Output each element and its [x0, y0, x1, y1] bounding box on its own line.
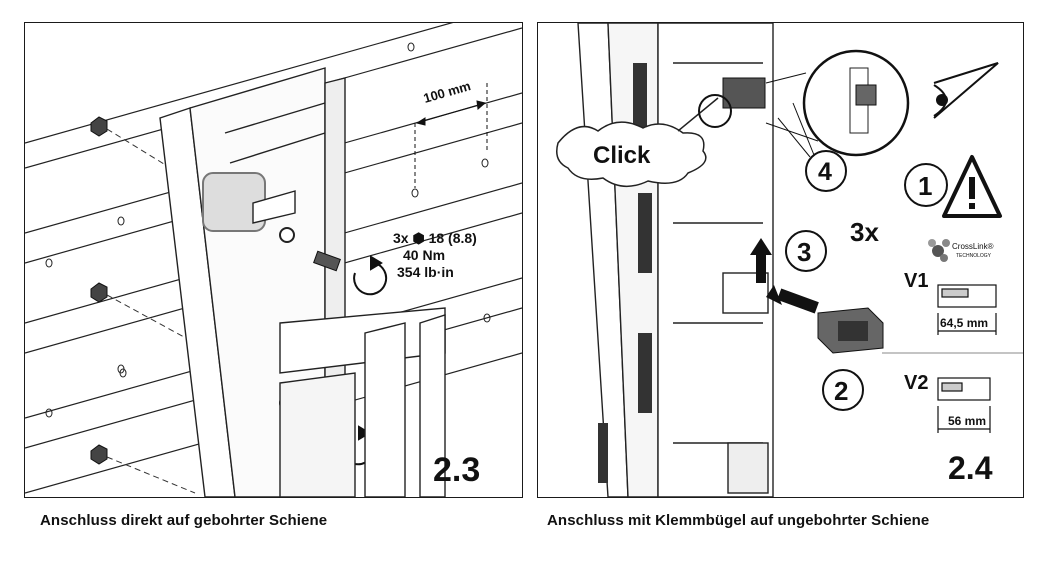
crosslink-logo-text: CrossLink® — [952, 242, 994, 251]
callout-4-label: 4 — [818, 158, 832, 186]
crosslink-logo-subtext: TECHNOLOGY — [956, 253, 992, 259]
caption-right: Anschluss mit Klemmbügel auf ungebohrter… — [547, 512, 930, 529]
variant1-drawing — [937, 284, 997, 335]
step-number-2-3: 2.3 — [433, 451, 480, 489]
dimension-arrow — [414, 83, 488, 188]
callout-3 — [785, 230, 827, 272]
arrow-up-icon — [750, 238, 772, 283]
caption-left: Anschluss direkt auf gebohrter Schiene — [40, 512, 328, 529]
callout-1-label: 1 — [918, 171, 932, 201]
callout-3-label: 3 — [797, 237, 811, 267]
variant2-label: V2 — [904, 372, 928, 394]
busbar-mount-clamp-illustration: Click 4 1 — [556, 23, 1023, 497]
click-burst — [556, 97, 719, 187]
dimension-label: 100 mm — [422, 78, 473, 106]
clamp-bracket-top — [698, 77, 766, 128]
callout-1 — [904, 163, 948, 207]
step-number-2-4: 2.4 — [948, 450, 993, 486]
click-label: Click — [593, 142, 651, 169]
callout-2 — [822, 369, 864, 411]
callout-2-label: 2 — [834, 376, 848, 406]
rail-holes — [45, 42, 491, 418]
bolt-spec-text: 3x ⬢ 18 (8.8) — [393, 230, 477, 246]
right-illustration-panel: Click 4 1 — [537, 22, 1024, 498]
torque-lbin-text: 354 lb·in — [397, 264, 454, 280]
breaker-units — [279, 307, 446, 497]
torque-nm-text: 40 Nm — [403, 247, 445, 263]
hex-nut-icon — [90, 116, 108, 465]
arrow-left-icon — [766, 285, 819, 314]
busbar-mount-drilled-illustration: 100 mm 3x ⬢ 18 (8.8) 40 Nm 354 lb·in 2.3 — [25, 23, 522, 497]
eye-icon — [933, 62, 999, 119]
left-illustration-panel: 100 mm 3x ⬢ 18 (8.8) 40 Nm 354 lb·in 2.3 — [24, 22, 523, 498]
device-vents — [598, 63, 652, 483]
warning-icon — [942, 155, 1002, 218]
variant1-label: V1 — [904, 270, 928, 292]
count-label: 3x — [850, 217, 879, 247]
alignment-lines — [106, 128, 196, 494]
variant2-drawing — [937, 377, 991, 433]
zoom-detail-circle — [765, 49, 910, 157]
variant2-dimension: 56 mm — [948, 414, 986, 428]
callout-4 — [777, 102, 847, 192]
variant1-dimension: 64,5 mm — [940, 316, 988, 330]
crosslink-logo-icon — [928, 239, 950, 262]
clamp-bracket-loose — [817, 307, 884, 354]
